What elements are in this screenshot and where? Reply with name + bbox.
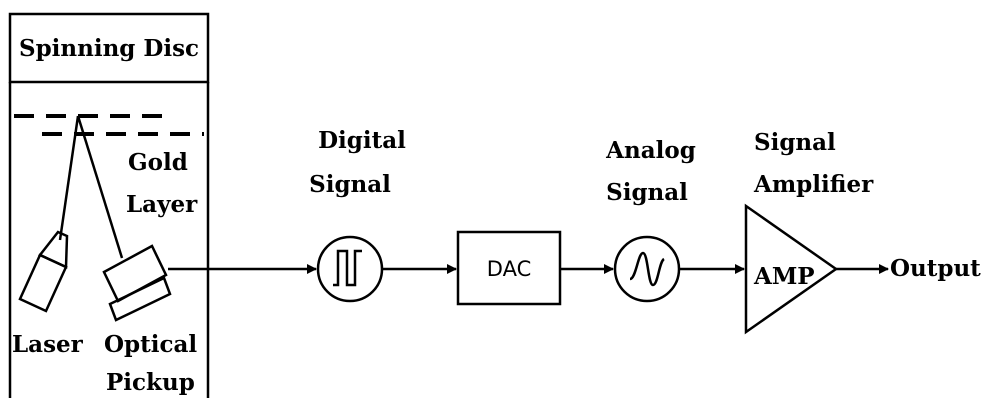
disc-body-box [8,82,210,398]
signal-label: Signal [754,129,836,156]
analog-signal-label: Signal [606,179,688,206]
laser-beam-incident [58,115,80,241]
analog-label: Analog [605,137,696,164]
laser-icon [18,230,69,313]
spinning-disc-header-box [8,12,210,84]
laser-beam-reflected [76,115,124,259]
amplifier-label: Amplifier [753,171,874,198]
layer-label: Layer [126,191,198,218]
square-wave-icon [333,249,362,287]
digital-label: Digital [318,127,406,154]
amp-label: AMP [753,263,815,290]
pickup-label: Pickup [106,369,195,396]
output-label: Output [890,255,981,282]
optical-pickup-icon [102,244,172,322]
digital-signal-icon [316,235,384,303]
laser-label: Laser [12,331,84,358]
optical-label: Optical [104,331,197,358]
gold-label: Gold [128,149,188,176]
sine-wave-icon [629,251,665,287]
dac-label: DAC [487,257,531,281]
digital-signal-label: Signal [309,171,391,198]
amplifier-icon [744,203,839,335]
spinning-disc-label: Spinning Disc [19,35,199,62]
